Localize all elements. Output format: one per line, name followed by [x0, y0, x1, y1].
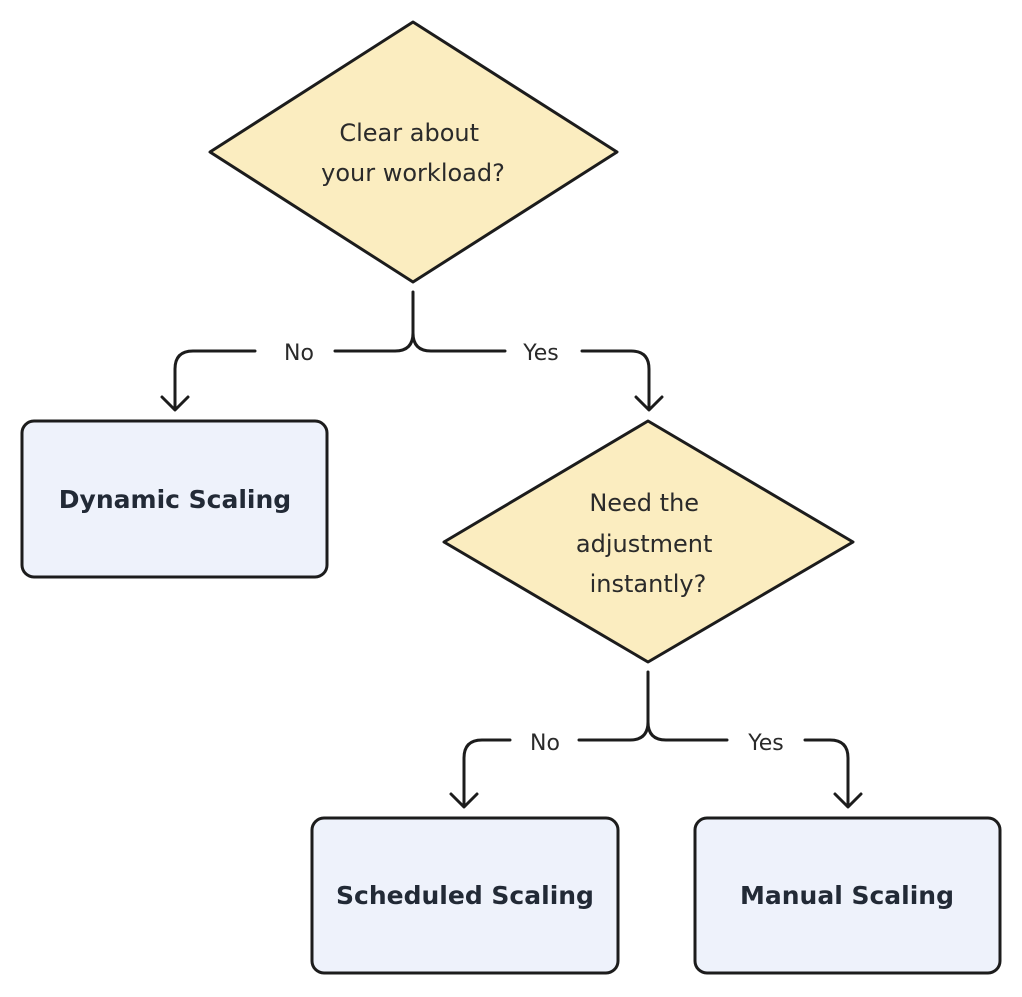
workload-yes-arrowhead — [634, 395, 664, 412]
workload-stem-connector — [333, 290, 415, 353]
decision-workload-line-1: Clear about — [339, 119, 479, 147]
instant-stem-connector — [577, 670, 650, 742]
decision-workload-diamond — [208, 20, 619, 284]
decision-instant: Need the adjustment instantly? — [442, 419, 855, 664]
decision-instant-diamond — [442, 419, 855, 664]
decision-instant-line-1: Need the — [589, 489, 699, 517]
outcome-scheduled-scaling: Scheduled Scaling — [310, 816, 620, 975]
branch-label-instant-yes: Yes — [747, 731, 784, 756]
decision-instant-line-3: instantly? — [590, 570, 707, 598]
instant-no-connector — [462, 738, 512, 808]
instant-yes-arrowhead — [833, 792, 863, 809]
branch-label-workload-yes: Yes — [522, 341, 559, 366]
workload-yes-connector — [411, 331, 507, 353]
branch-label-instant-no: No — [530, 731, 560, 756]
decision-instant-label: Need the adjustment instantly? — [576, 489, 720, 598]
outcome-manual-scaling: Manual Scaling — [693, 816, 1002, 975]
outcome-manual-label: Manual Scaling — [740, 881, 954, 910]
outcome-scheduled-label: Scheduled Scaling — [336, 881, 594, 910]
decision-workload: Clear about your workload? — [208, 20, 619, 284]
outcome-dynamic-scaling: Dynamic Scaling — [20, 419, 329, 579]
outcome-dynamic-label: Dynamic Scaling — [59, 485, 291, 514]
instant-no-arrowhead — [449, 792, 479, 809]
outcome-dynamic-box — [20, 419, 329, 579]
outcome-scheduled-box — [310, 816, 620, 975]
branch-label-workload-no: No — [284, 341, 314, 366]
outcome-manual-box — [693, 816, 1002, 975]
decision-workload-label: Clear about your workload? — [321, 119, 505, 187]
workload-no-connector — [173, 349, 257, 411]
workload-no-arrowhead — [160, 395, 190, 412]
decision-workload-line-2: your workload? — [321, 159, 505, 187]
instant-yes-connector — [646, 720, 729, 742]
instant-yes-connector-2 — [803, 738, 850, 808]
decision-instant-line-2: adjustment — [576, 530, 713, 558]
workload-yes-connector-2 — [580, 349, 651, 411]
